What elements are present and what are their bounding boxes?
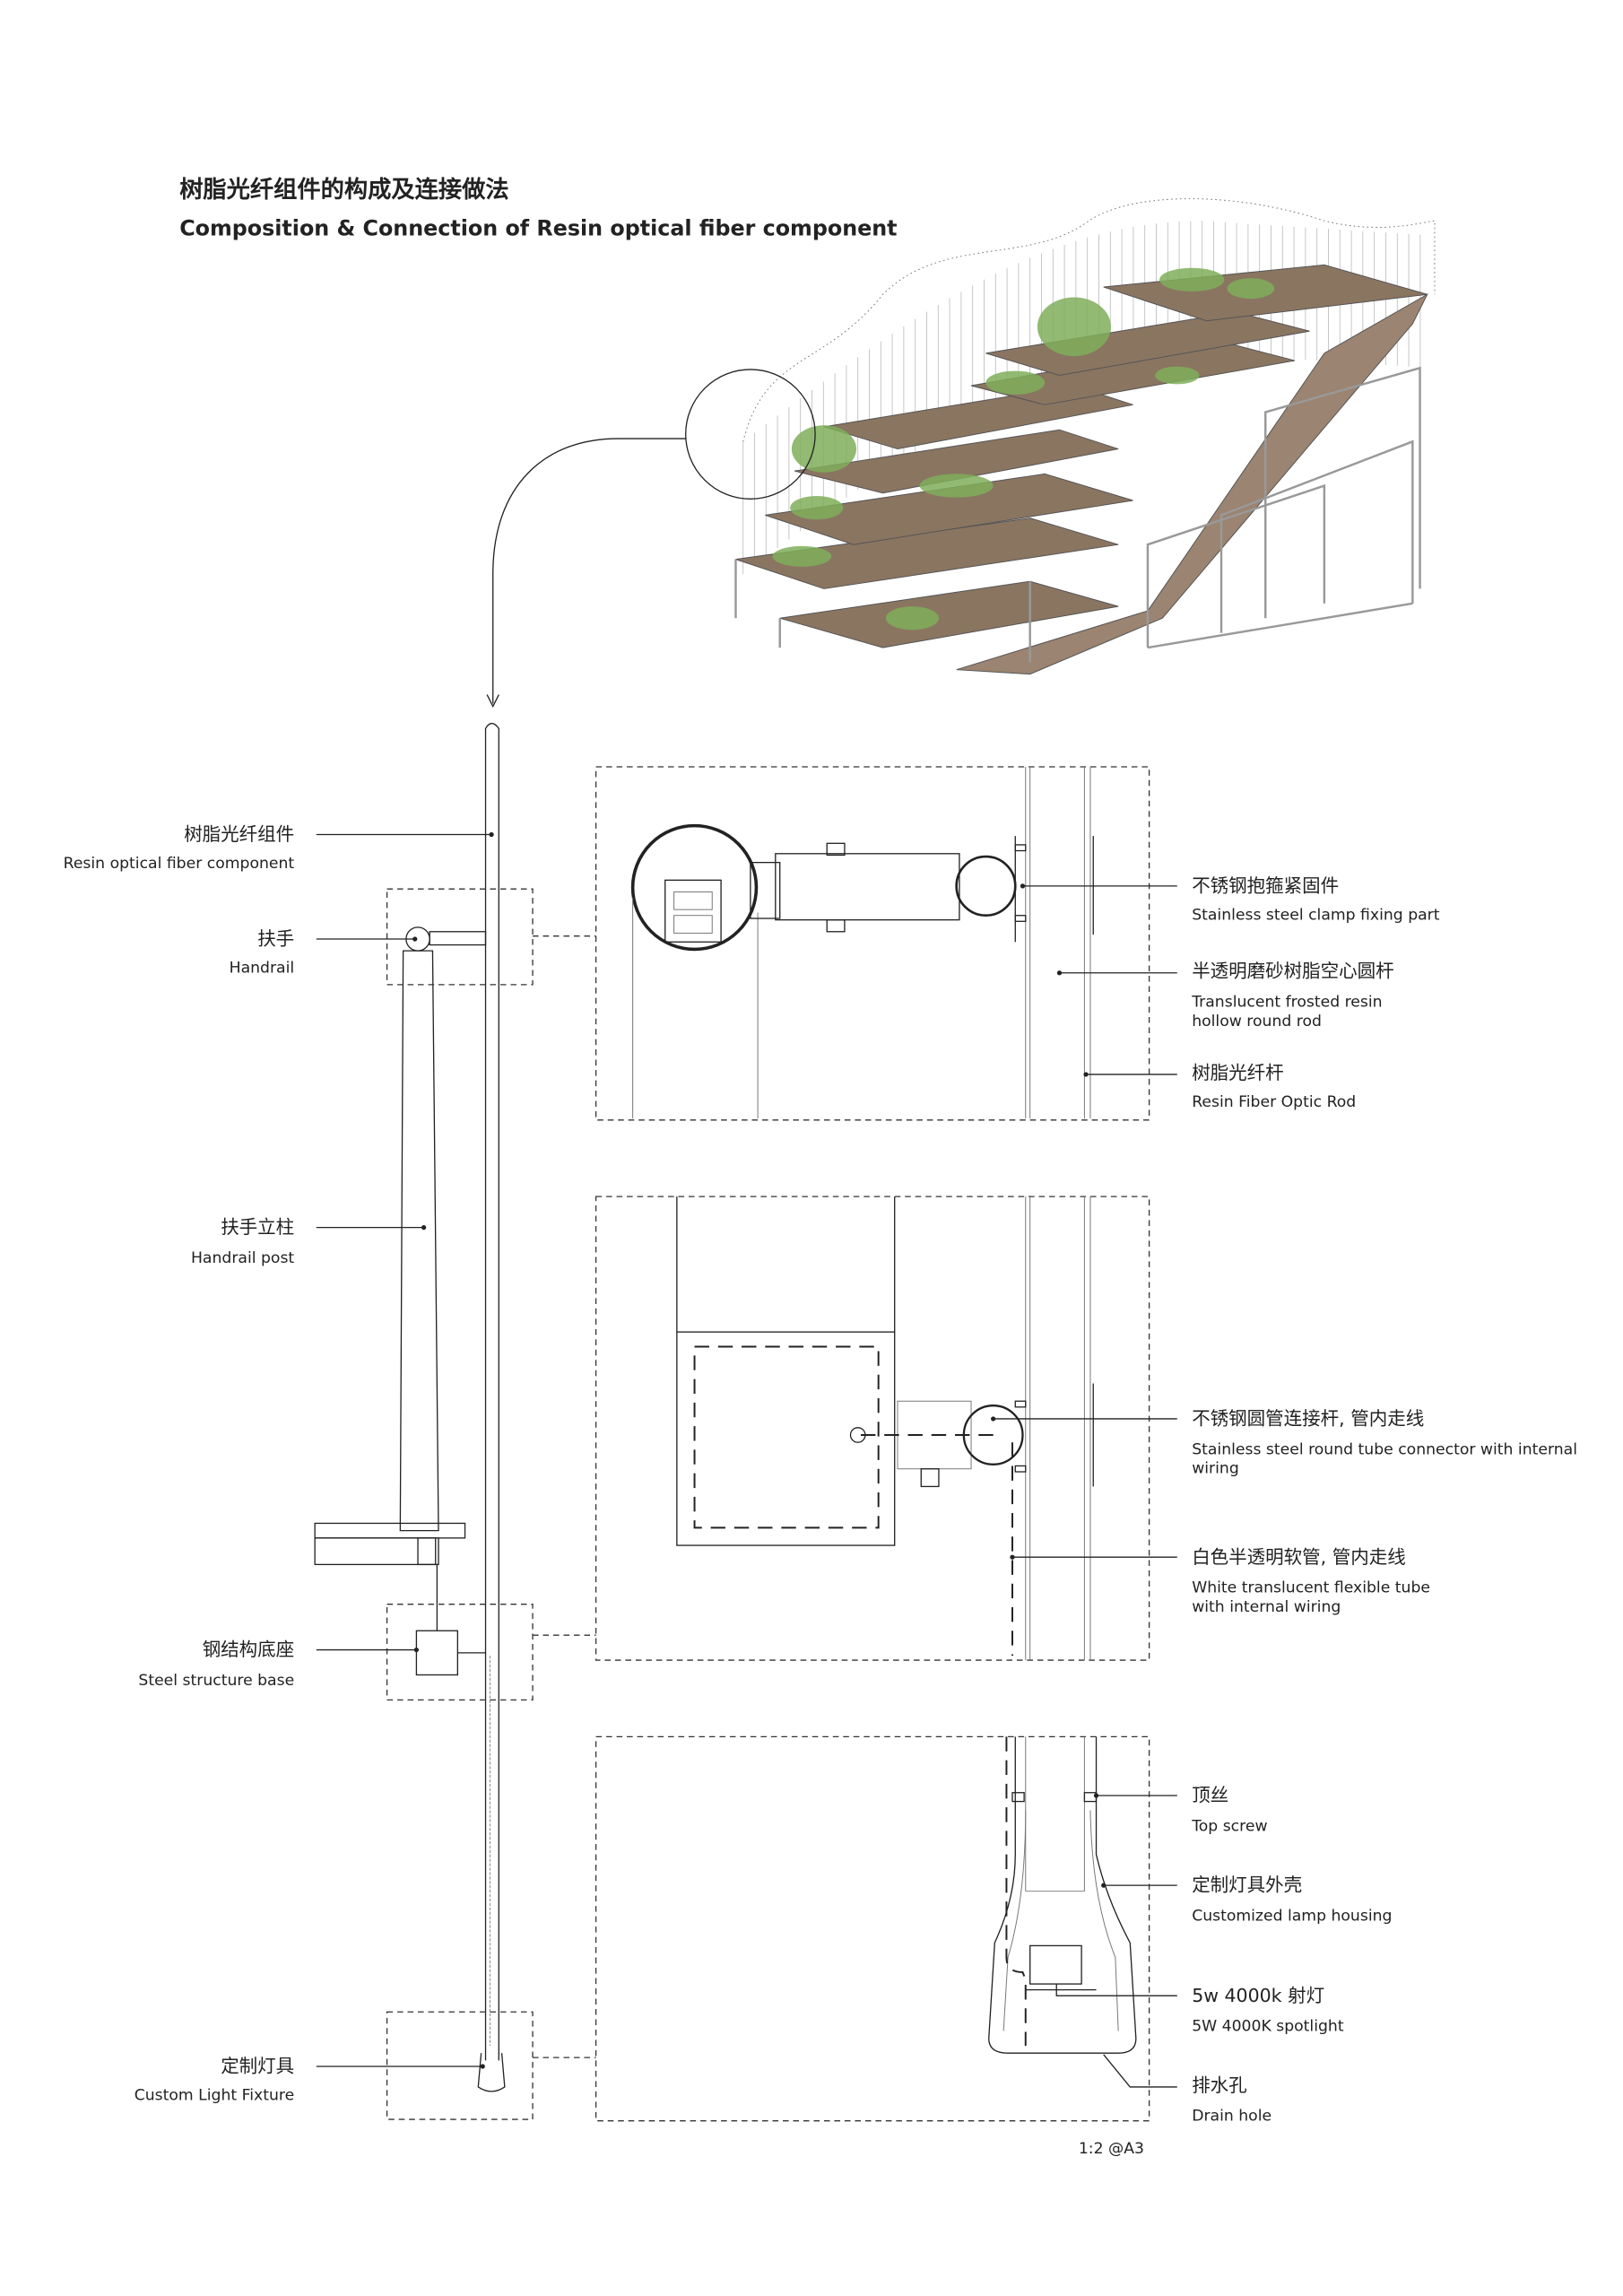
- label-en: Steel structure base: [138, 1672, 294, 1690]
- label-cn: 定制灯具外壳: [1192, 1874, 1302, 1896]
- label-cn: 半透明磨砂树脂空心圆杆: [1192, 961, 1394, 982]
- callout-box-base: [386, 1604, 534, 1701]
- label-en: 5W 4000K spotlight: [1192, 2018, 1344, 2036]
- label-cn: 扶手: [257, 928, 294, 950]
- label-en: Stainless steel round tube connector wit…: [1192, 1440, 1577, 1458]
- label-cn: 扶手立柱: [221, 1216, 294, 1238]
- title-cn: 树脂光纤组件的构成及连接做法: [179, 176, 509, 204]
- label-en: Stainless steel clamp fixing part: [1192, 907, 1440, 925]
- detail2-labels: 不锈钢圆管连接杆, 管内走线 Stainless steel round tub…: [991, 1408, 1577, 1616]
- label-cn: 顶丝: [1192, 1785, 1228, 1806]
- label-en: Drain hole: [1192, 2108, 1271, 2126]
- label-en: White translucent flexible tube: [1192, 1579, 1430, 1597]
- label-cn: 树脂光纤杆: [1192, 1062, 1284, 1083]
- detail-handrail-clamp: [595, 766, 1150, 1121]
- label-cn: 白色半透明软管, 管内走线: [1192, 1546, 1406, 1568]
- label-en: with internal wiring: [1192, 1598, 1341, 1616]
- label-en: Custom Light Fixture: [135, 2087, 294, 2105]
- detail-light-fixture: [595, 1735, 1150, 2122]
- label-cn: 定制灯具: [221, 2056, 294, 2077]
- isometric-stair-illustration: [486, 198, 1436, 709]
- label-cn: 排水孔: [1192, 2074, 1247, 2096]
- label-en: Top screw: [1191, 1817, 1267, 1835]
- label-cn: 5w 4000k 射灯: [1192, 1985, 1324, 2006]
- label-en: Resin Fiber Optic Rod: [1192, 1093, 1356, 1111]
- label-en: Handrail: [230, 960, 295, 978]
- elevation-drawing: [314, 722, 506, 2092]
- label-en: Translucent frosted resin: [1191, 993, 1382, 1011]
- title-en: Composition & Connection of Resin optica…: [179, 216, 897, 241]
- label-en: Handrail post: [191, 1249, 294, 1267]
- label-cn: 不锈钢抱箍紧固件: [1192, 874, 1339, 896]
- label-en: Resin optical fiber component: [64, 855, 295, 873]
- detail1-labels: 不锈钢抱箍紧固件 Stainless steel clamp fixing pa…: [1020, 874, 1440, 1111]
- detail-steel-base-connector: [595, 1196, 1150, 1661]
- label-en: wiring: [1192, 1460, 1239, 1478]
- scale-note: 1:2 @A3: [1079, 2140, 1144, 2158]
- label-cn: 树脂光纤组件: [184, 823, 294, 845]
- detail3-labels: 顶丝 Top screw 定制灯具外壳 Customized lamp hous…: [1055, 1785, 1392, 2126]
- label-en: Customized lamp housing: [1192, 1908, 1392, 1926]
- label-cn: 钢结构底座: [203, 1639, 295, 1660]
- left-labels: 树脂光纤组件 Resin optical fiber component 扶手 …: [64, 823, 494, 2105]
- callout-box-fixture: [386, 2011, 534, 2120]
- label-cn: 不锈钢圆管连接杆, 管内走线: [1192, 1408, 1424, 1430]
- callout-box-handrail: [386, 888, 534, 986]
- label-en: hollow round rod: [1192, 1013, 1322, 1031]
